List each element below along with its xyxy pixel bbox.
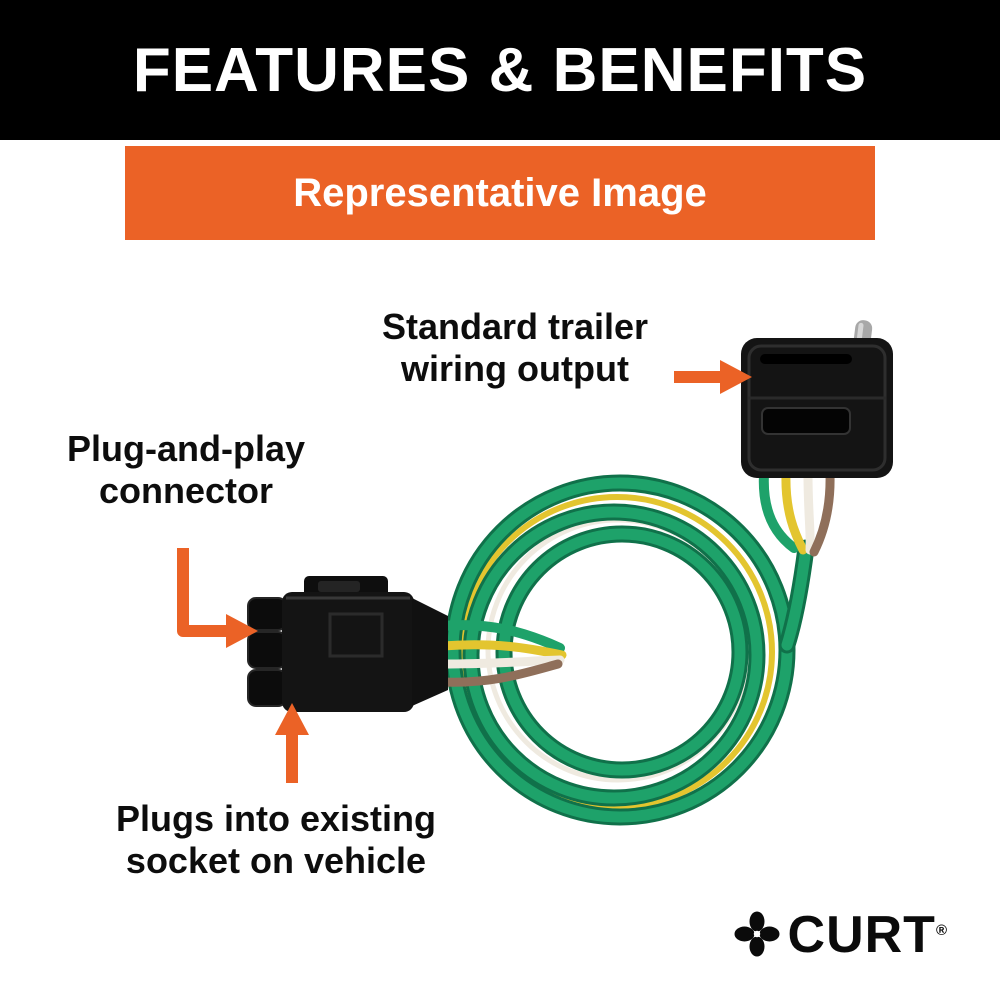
wire-strand-yellow <box>781 469 808 555</box>
output-connector-latch-groove <box>760 354 852 364</box>
arrow-to-output-icon <box>674 360 752 394</box>
socket-label: Plugs into existing socket on vehicle <box>76 798 476 883</box>
arrow-to-connector-icon <box>177 548 258 648</box>
wire-strand-yellow <box>459 494 775 810</box>
plug-body <box>282 592 414 712</box>
wire-strand-white <box>437 655 565 669</box>
curt-flower-icon <box>734 911 780 957</box>
page-title: FEATURES & BENEFITS <box>132 35 868 105</box>
output-connector-edge <box>747 344 887 472</box>
plug-rib-2 <box>247 631 287 669</box>
arrow-to-socket-icon <box>275 703 309 783</box>
brand-name: CURT <box>787 905 936 964</box>
plug-rib-1 <box>247 597 287 631</box>
callout-arrows <box>177 360 752 783</box>
coil-entry <box>781 542 812 651</box>
output-wire-strands <box>758 469 835 557</box>
plug-taper <box>412 598 448 706</box>
representative-banner: Representative Image <box>125 146 875 240</box>
features-header: FEATURES & BENEFITS <box>0 0 1000 140</box>
plug-latch-button <box>318 581 360 592</box>
plug-connector <box>247 576 448 712</box>
connector-line2: connector <box>98 470 274 512</box>
wiring-output-label: Standard trailer wiring output <box>355 306 675 391</box>
banner-label: Representative Image <box>293 170 707 215</box>
wire-strand-brown <box>437 659 563 687</box>
connector-label: Plug-and-play connector <box>46 428 326 513</box>
wiring-output-line2: wiring output <box>401 348 629 390</box>
wire-coil <box>444 474 815 826</box>
coil-loop-middle-top <box>465 506 763 804</box>
wire-strand-green <box>758 469 799 553</box>
coil-loop-inner-top <box>498 528 746 776</box>
plug-rib-3 <box>247 669 287 707</box>
curt-icon-center <box>753 930 760 937</box>
wire-strand-white <box>803 469 815 555</box>
plug-body-detail <box>328 612 384 658</box>
curt-wordmark: CURT® <box>788 909 948 961</box>
plug-wire-strands <box>437 620 567 687</box>
curt-logo: CURT® <box>734 909 948 961</box>
output-connector-slot <box>761 407 851 435</box>
wire-strand-brown <box>809 469 835 557</box>
registered-mark: ® <box>935 922 948 940</box>
socket-line2: socket on vehicle <box>125 840 427 882</box>
connector-line1: Plug-and-play <box>66 428 305 469</box>
wiring-output-line1: Standard trailer <box>381 306 649 347</box>
wire-strand-green <box>437 620 565 653</box>
output-connector <box>741 320 893 478</box>
wire-strand-yellow <box>437 640 567 660</box>
socket-line1: Plugs into existing <box>115 798 437 839</box>
